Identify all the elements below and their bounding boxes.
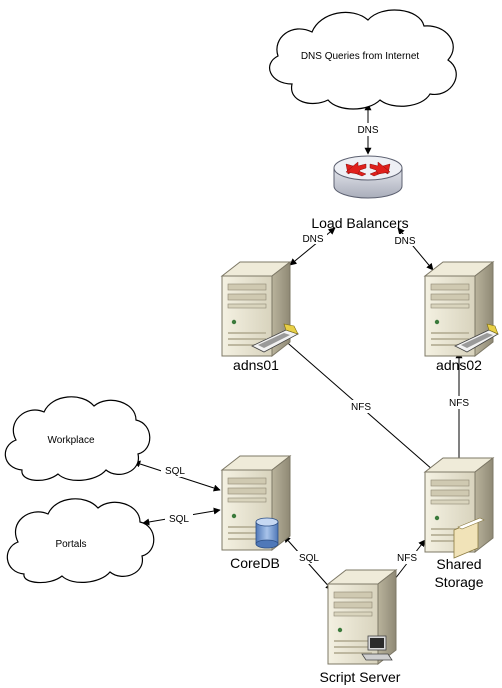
edge-label-lb-adns02: DNS	[394, 236, 415, 247]
workplace-cloud: Workplace	[4, 396, 151, 481]
script-server-label: Script Server	[320, 669, 401, 685]
tape-drive-icon	[454, 323, 499, 353]
edge-label-adns01-storage: NFS	[351, 402, 371, 413]
adns02-label: adns02	[436, 357, 482, 373]
edge-label-portals-coredb: SQL	[169, 514, 189, 525]
database-icon	[255, 517, 279, 549]
tape-drive-icon	[251, 323, 300, 353]
server-coredb: CoreDB	[221, 455, 291, 571]
server-adns02: adns02	[424, 261, 499, 373]
server-adns01: adns01	[221, 261, 300, 373]
edge-label-adns02-storage: NFS	[449, 398, 469, 409]
server-shared-storage: Shared Storage	[424, 457, 494, 590]
adns01-label: adns01	[233, 357, 279, 373]
shared-storage-label-line2: Storage	[434, 574, 483, 590]
workstation-icon	[361, 635, 393, 661]
server-script-server: Script Server	[320, 569, 401, 685]
edge-label-storage-script: NFS	[397, 553, 417, 564]
edge-label-workplace-coredb: SQL	[165, 466, 185, 477]
router-arrows-icon	[345, 161, 391, 177]
load-balancer-router: Load Balancers	[311, 155, 409, 231]
workplace-cloud-label: Workplace	[47, 435, 94, 446]
load-balancers-label: Load Balancers	[311, 215, 408, 231]
portals-cloud: Portals	[6, 498, 155, 584]
edge-label-lb-adns01: DNS	[302, 234, 323, 245]
shared-storage-label-line1: Shared	[436, 556, 481, 572]
portals-cloud-label: Portals	[55, 539, 86, 550]
internet-cloud-label: DNS Queries from Internet	[301, 51, 420, 62]
coredb-label: CoreDB	[230, 555, 280, 571]
edge-label-internet-lb: DNS	[357, 125, 378, 136]
internet-cloud: DNS Queries from Internet	[269, 9, 457, 110]
edge-lb-adns01	[289, 227, 336, 266]
folder-icon	[453, 517, 485, 559]
edge-label-coredb-script: SQL	[299, 553, 319, 564]
